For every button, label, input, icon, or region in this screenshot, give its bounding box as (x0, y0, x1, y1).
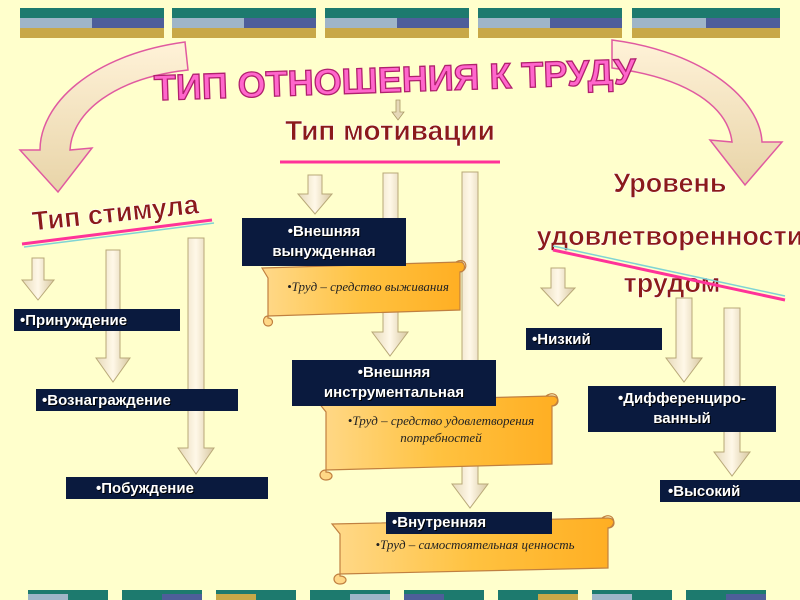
down-arrow (451, 171, 489, 509)
scroll-value-text: •Труд – самостоятельная ценность (350, 536, 600, 553)
top-decorative-band (20, 8, 780, 38)
main-title: ТИП ОТНОШЕНИЯ К ТРУДУ (153, 51, 637, 109)
stimulus-encouragement-label: •Побуждение (96, 480, 194, 497)
top-tile (20, 8, 164, 38)
motivation-external-instrumental-box: •Внешняя инструментальная (292, 360, 496, 406)
scroll-needs (316, 393, 559, 481)
satisfaction-differentiated-box: •Дифференциро-ванный (588, 386, 776, 432)
down-arrow (539, 267, 577, 307)
top-tile (632, 8, 780, 38)
down-arrow (665, 297, 703, 383)
stimulus-heading: Тип стимула (31, 189, 201, 236)
satisfaction-underline (552, 248, 786, 302)
motivation-external-instrumental-label: •Внешняя инструментальная (323, 364, 465, 401)
motivation-internal-label: •Внутренняя (392, 514, 487, 531)
title-down-arrow (391, 99, 405, 121)
scroll-needs-label: •Труд – средство удовлетворения потребно… (347, 413, 535, 445)
scroll-needs-text: •Труд – средство удовлетворения потребно… (336, 412, 546, 446)
scroll-value (330, 515, 615, 585)
motivation-heading: Тип мотивации (285, 115, 495, 146)
curved-arrow-left (18, 41, 189, 194)
satisfaction-underline-shadow (552, 245, 786, 297)
satisfaction-differentiated-label: •Дифференциро-ванный (618, 390, 746, 427)
bottom-decorative-band (28, 590, 766, 600)
scroll-value-label: •Труд – самостоятельная ценность (375, 537, 575, 552)
down-arrow (296, 174, 334, 215)
scroll-survival-text: •Труд – средство выживания (278, 278, 458, 295)
satisfaction-high-label: •Высокий (668, 483, 741, 500)
scroll-survival (260, 260, 467, 327)
satisfaction-heading-line2: удовлетворенности (537, 221, 800, 251)
stimulus-coercion-box: •Принуждение (14, 309, 180, 331)
top-tile (325, 8, 469, 38)
top-tile (478, 8, 622, 38)
scroll-survival-label: •Труд – средство выживания (287, 279, 449, 294)
motivation-external-forced-box: •Внешняя вынужденная (242, 218, 406, 266)
stimulus-encouragement-box: •Побуждение (66, 477, 268, 499)
satisfaction-low-box: •Низкий (526, 328, 662, 350)
satisfaction-low-label: •Низкий (532, 331, 591, 348)
motivation-internal-box: •Внутренняя (386, 512, 552, 534)
satisfaction-heading-line1: Уровень (614, 168, 727, 198)
stimulus-underline (21, 218, 213, 246)
down-arrow (20, 257, 56, 301)
stimulus-reward-box: •Вознаграждение (36, 389, 238, 411)
down-arrow (177, 237, 215, 475)
stimulus-coercion-label: •Принуждение (20, 312, 128, 329)
motivation-external-forced-label: •Внешняя вынужденная (272, 223, 376, 260)
satisfaction-high-box: •Высокий (660, 480, 800, 502)
satisfaction-heading-line3: трудом (624, 268, 721, 298)
stimulus-underline-shadow (23, 222, 215, 248)
top-tile (172, 8, 316, 38)
stimulus-reward-label: •Вознаграждение (42, 392, 171, 409)
curved-arrow-right (611, 39, 784, 187)
